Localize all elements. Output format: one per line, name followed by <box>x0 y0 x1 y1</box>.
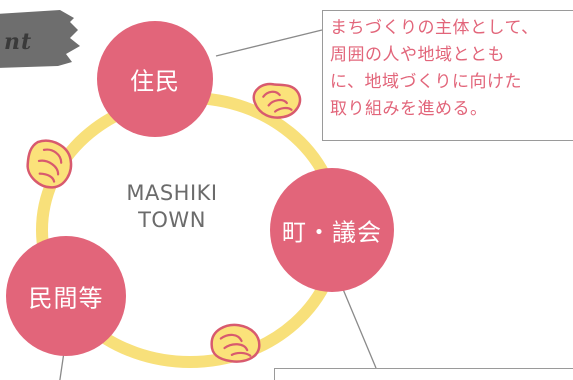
node-town-council-circle <box>270 168 394 292</box>
residents-callout-box: まちづくりの主体として、 周囲の人や地域ととも に、地域づくりに向けた 取り組み… <box>322 10 573 141</box>
residents-callout-text: まちづくりの主体として、 周囲の人や地域ととも に、地域づくりに向けた 取り組み… <box>330 18 539 119</box>
node-private-sector-label: 民間等 <box>28 284 104 313</box>
header-tab-text: nt <box>4 29 33 55</box>
callout-leader-line <box>215 29 323 57</box>
center-line-2: TOWN <box>138 208 206 232</box>
header-tab-shape <box>0 10 80 68</box>
handshake-icon <box>252 82 302 119</box>
node-private-sector-circle <box>6 236 126 356</box>
handshake-icon <box>210 323 261 363</box>
handshake-icon <box>26 139 73 189</box>
node-residents-circle <box>97 21 213 137</box>
center-line-1: MASHIKI <box>126 181 218 205</box>
node-residents-label: 住民 <box>130 67 180 96</box>
private-leader-line <box>59 351 65 380</box>
town-leader-line <box>339 281 377 369</box>
town-callout-box <box>274 368 573 380</box>
node-town-council-label: 町・議会 <box>282 218 382 247</box>
center-town-name: MASHIKI TOWN <box>107 180 237 234</box>
